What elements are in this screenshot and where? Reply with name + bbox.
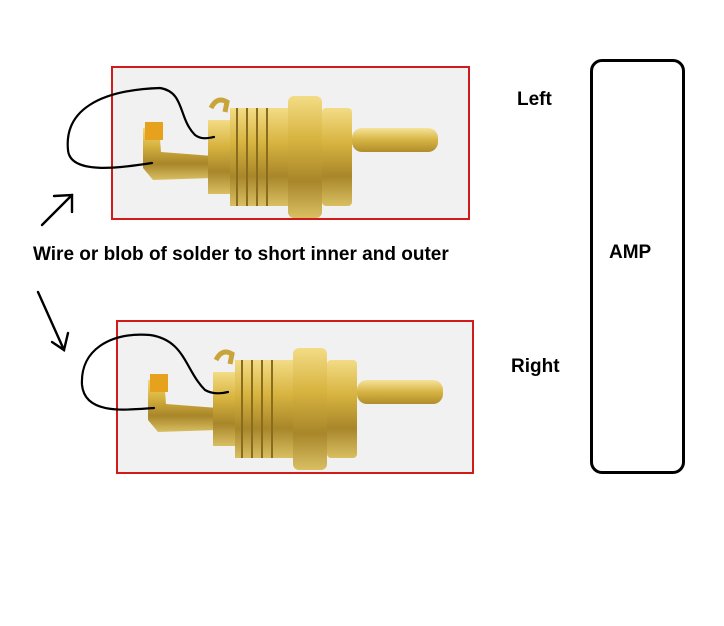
rca-jack-illustration: [148, 348, 443, 470]
rca-jack-illustration: [143, 96, 438, 218]
instruction-text: Wire or blob of solder to short inner an…: [33, 244, 449, 265]
right-channel-label: Right: [511, 356, 560, 377]
left-rca-jack-photo: [111, 66, 470, 220]
arrow-down-icon: [36, 290, 70, 352]
amp-label: AMP: [609, 242, 652, 263]
amp-box: [590, 59, 685, 474]
wire-loop-left: [66, 86, 216, 169]
arrow-up-right-icon: [40, 193, 74, 227]
wire-loop-right: [80, 333, 230, 411]
right-rca-jack-photo: [116, 320, 474, 474]
left-channel-label: Left: [517, 89, 552, 110]
